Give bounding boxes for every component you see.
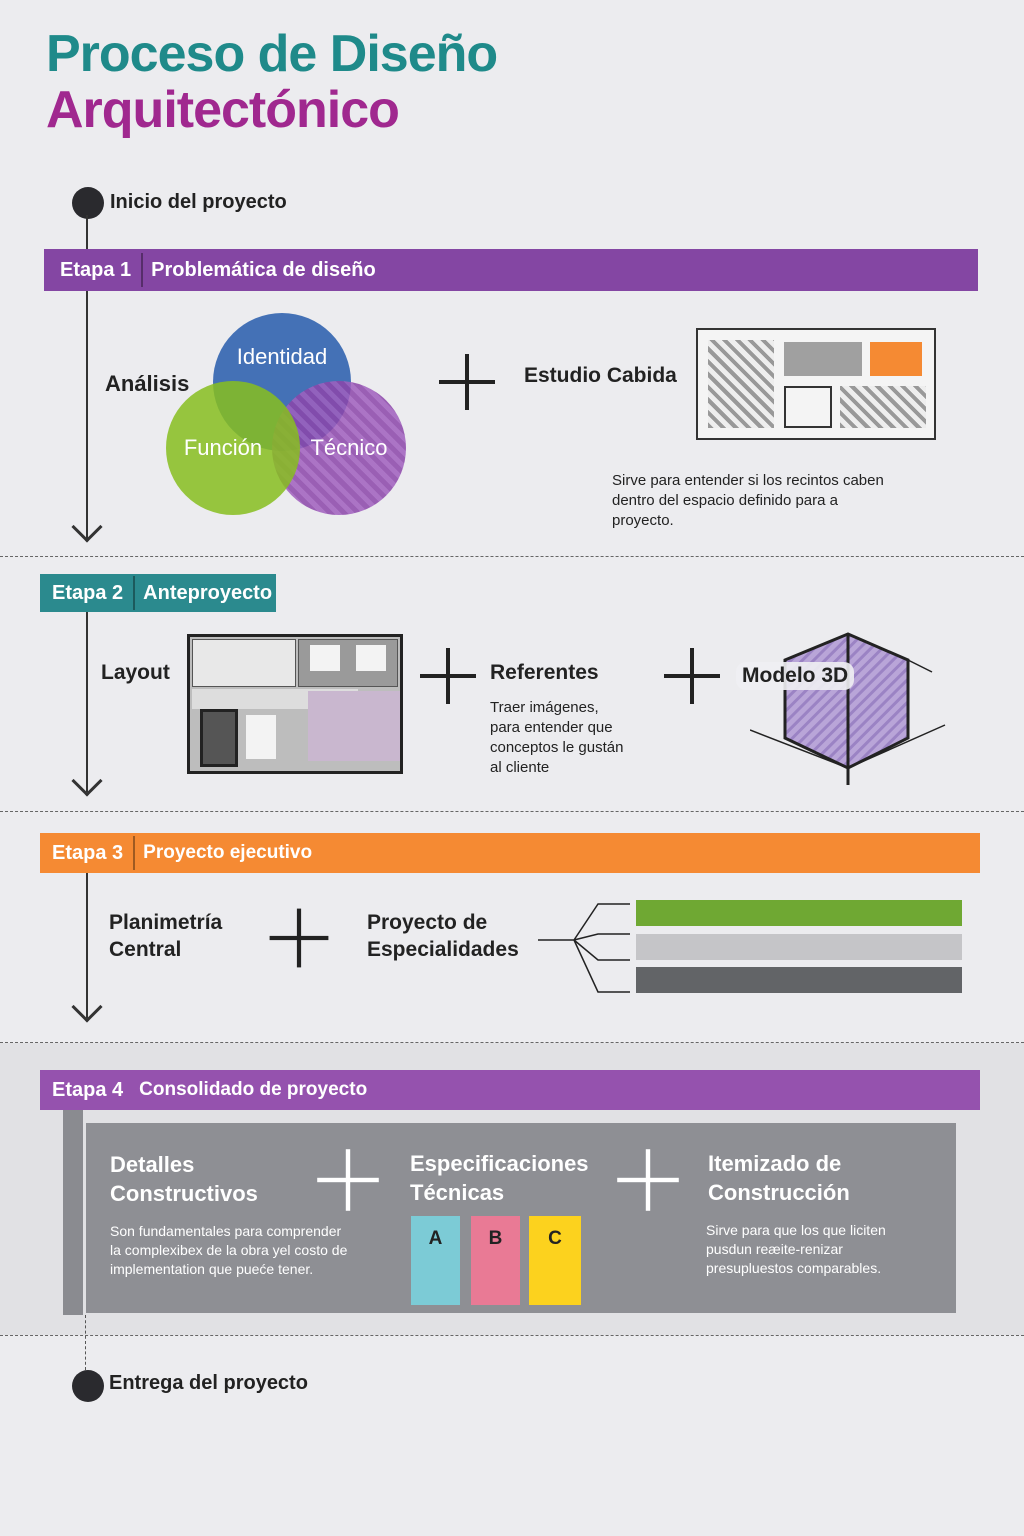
plus-icon — [420, 648, 476, 704]
stage4-panel — [86, 1123, 956, 1313]
stage3-number: Etapa 3 — [40, 836, 136, 870]
stage2-number: Etapa 2 — [40, 576, 136, 610]
end-label: Entrega del proyecto — [109, 1372, 308, 1394]
stage4-label: Consolidado de proyecto — [139, 1079, 368, 1100]
plan-label: Planimetría Central — [109, 911, 223, 961]
stage1-number: Etapa 1 — [44, 253, 144, 287]
floor-plan — [187, 634, 403, 774]
title-line1: Proceso de Diseño — [46, 25, 498, 83]
end-dot — [72, 1370, 104, 1402]
divider — [0, 1335, 1024, 1336]
stage4-number: Etapa 4 — [52, 1078, 124, 1101]
plus-icon — [617, 1149, 679, 1211]
divider — [0, 556, 1024, 557]
stage3-bar: Etapa 3 Proyecto ejecutivo — [40, 833, 980, 873]
plus-icon — [317, 1149, 379, 1211]
venn-funcion: Función — [166, 381, 300, 515]
spec-tag-b: B — [471, 1216, 520, 1305]
divider — [0, 811, 1024, 812]
stage1-bar: Etapa 1 Problemática de diseño — [44, 249, 978, 291]
start-label: Inicio del proyecto — [110, 191, 287, 213]
layout-label: Layout — [101, 661, 170, 684]
stage2-bar: Etapa 2 Anteproyecto — [40, 574, 276, 612]
study-desc: Sirve para entender si los recintos cabe… — [612, 472, 884, 529]
title-line2: Arquitectónico — [46, 81, 400, 139]
stage2-label: Anteproyecto — [143, 581, 273, 604]
specs-label: Especificaciones Técnicas — [410, 1151, 589, 1205]
details-desc: Son fundamentales para comprender la com… — [110, 1223, 348, 1277]
items-desc: Sirve para que los que liciten pusdun re… — [706, 1222, 886, 1276]
venn-label: Función — [183, 435, 263, 460]
refs-label: Referentes — [490, 661, 599, 684]
branch-icon — [538, 903, 630, 993]
plus-icon — [664, 648, 720, 704]
venn-label: Técnico — [310, 435, 388, 460]
details-label: Detalles Constructivos — [110, 1152, 258, 1206]
model-label: Modelo 3D — [736, 662, 855, 690]
stage3-label: Proyecto ejecutivo — [143, 842, 313, 863]
stage1-label: Problemática de diseño — [151, 258, 376, 281]
arrow-down-icon — [71, 511, 103, 543]
3d-model-icon — [750, 632, 946, 785]
site-study-diagram — [696, 328, 936, 440]
spec-tag-c: C — [529, 1216, 581, 1305]
spec-bar-darkgray — [636, 967, 962, 993]
analysis-label: Análisis — [105, 371, 190, 396]
timeline-line — [85, 1315, 86, 1370]
plus-icon — [439, 354, 495, 410]
spec-bar-lightgray — [636, 934, 962, 960]
timeline-line — [86, 873, 88, 1018]
timeline-line — [86, 612, 88, 792]
spec-tag-a: A — [411, 1216, 460, 1305]
plus-icon — [269, 908, 329, 968]
stage4-bar: Etapa 4 Consolidado de proyecto — [40, 1070, 980, 1110]
venn-label: Identidad — [236, 344, 328, 369]
divider — [0, 1042, 1024, 1043]
spec-bar-green — [636, 900, 962, 926]
study-label: Estudio Cabida — [524, 364, 677, 387]
spec-label: Proyecto de Especialidades — [367, 911, 519, 961]
arrow-down-icon — [71, 765, 103, 797]
start-dot — [72, 187, 104, 219]
arrow-down-icon — [71, 991, 103, 1023]
timeline-line — [86, 215, 88, 540]
items-label: Itemizado de Construcción — [708, 1151, 850, 1205]
stage4-side — [63, 1110, 83, 1315]
refs-desc: Traer imágenes, para entender que concep… — [490, 699, 624, 776]
